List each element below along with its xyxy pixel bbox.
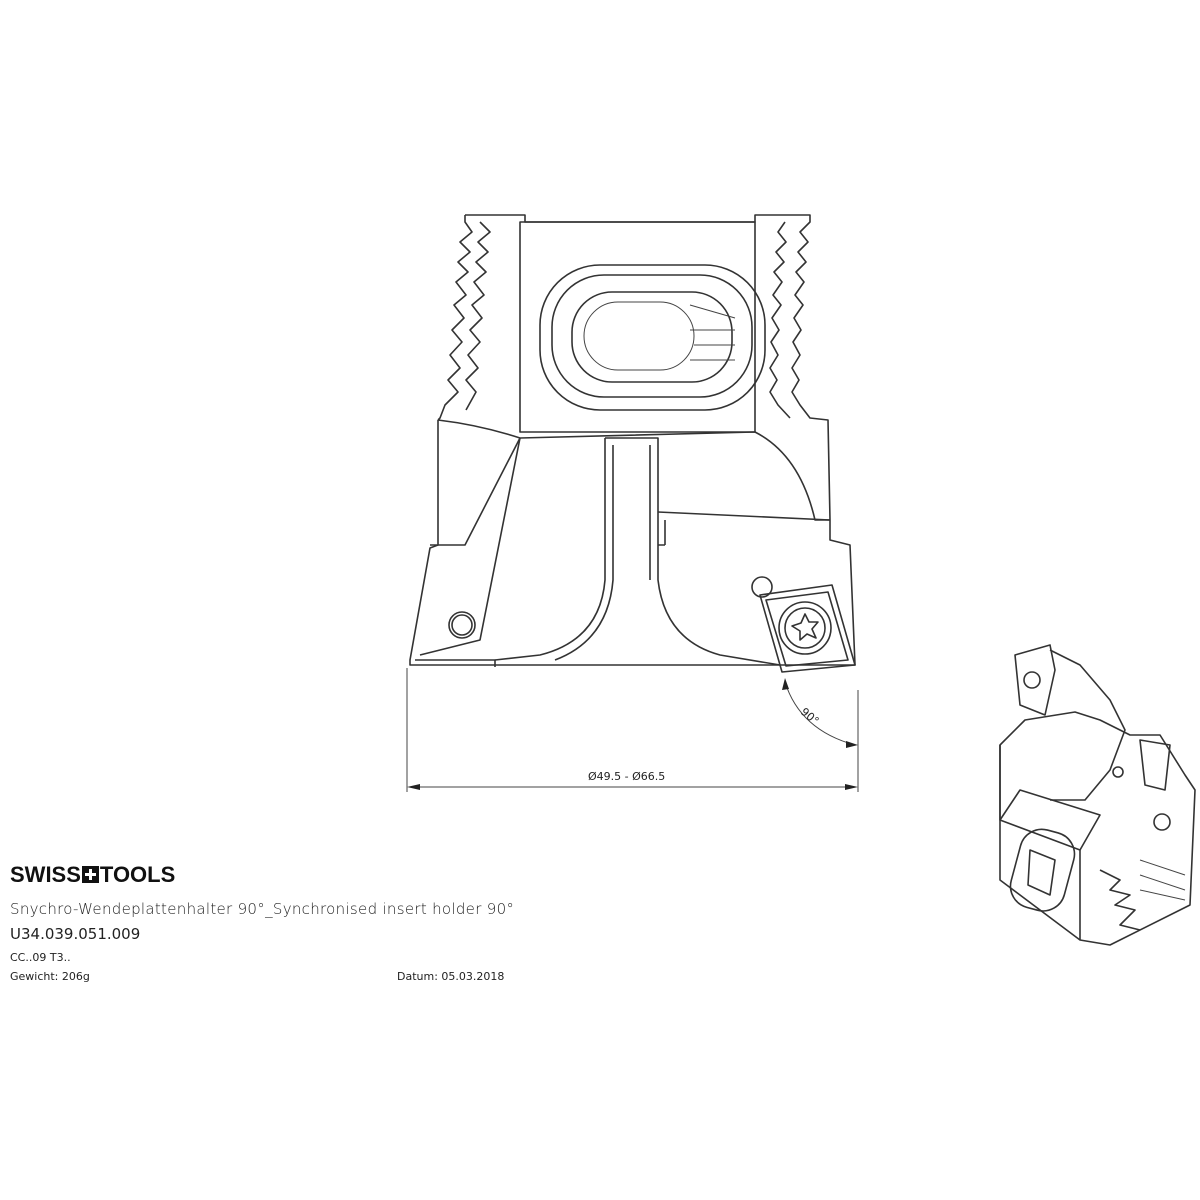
date: Datum: 05.03.2018 [397, 970, 505, 983]
isometric-view [999, 644, 1196, 946]
swiss-cross-icon [81, 866, 99, 883]
brand-name-right: TOOLS [99, 862, 176, 887]
torx-screw-icon [791, 613, 819, 641]
article-number: U34.039.051.009 [10, 925, 141, 943]
slot [571, 291, 733, 383]
brand-logo: SWISS TOOLS [10, 862, 175, 888]
insert-type: CC..09 T3.. [10, 951, 71, 964]
holder-body [409, 420, 856, 666]
insert-cc09 [759, 584, 856, 673]
diameter-dimension-label: Ø49.5 - Ø66.5 [588, 770, 666, 783]
weight: Gewicht: 206g [10, 970, 90, 983]
holder-top-block [465, 214, 831, 521]
oval-boss [539, 264, 766, 411]
screw-hole [448, 611, 476, 639]
brand-name-left: SWISS [10, 862, 81, 887]
clamping-face [519, 221, 756, 433]
angle-dimension-arc [784, 681, 856, 746]
product-title: Snychro-Wendeplattenhalter 90°_Synchroni… [10, 900, 515, 918]
